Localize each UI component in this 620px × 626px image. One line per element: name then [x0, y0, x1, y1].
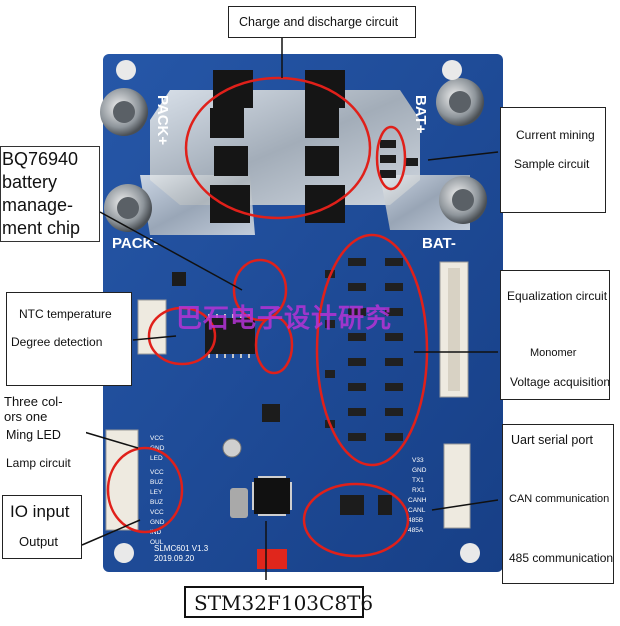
io-connector: [105, 429, 139, 531]
ellipse-balance: [315, 233, 429, 467]
label-bq-line2: battery: [2, 172, 58, 192]
label-equal-line2: Monomer: [530, 347, 577, 359]
watermark: 巴石电子设计研究: [176, 304, 393, 334]
silk-pack-minus: PACK-: [112, 235, 158, 252]
svg-text:OUL: OUL: [150, 539, 164, 546]
silk-pins-io: VCC BUZ LEY BUZ VCC GND IND OUL: [150, 469, 165, 546]
svg-text:485B: 485B: [408, 517, 423, 524]
label-charge-discharge: Charge and discharge circuit: [228, 6, 416, 38]
svg-text:GND: GND: [150, 445, 165, 452]
label-uart-line2: CAN communication: [509, 493, 610, 505]
stm32-pins: [252, 476, 292, 516]
svg-text:VCC: VCC: [150, 469, 164, 476]
svg-text:VCC: VCC: [150, 435, 164, 442]
label-ntc-line1: NTC temperature: [19, 307, 112, 321]
label-io: IO input Output: [2, 495, 82, 559]
sense-resistors: [380, 140, 418, 178]
label-bq-line3: manage-: [2, 195, 74, 215]
misc-components: [172, 272, 392, 518]
label-io-line1: IO input: [10, 502, 70, 521]
svg-text:485A: 485A: [408, 527, 424, 534]
stm32-chip: [254, 478, 290, 514]
label-ntc: NTC temperature Degree detection: [6, 292, 132, 386]
label-sample-circuit: Sample circuit: [514, 157, 590, 171]
ellipse-bq: [232, 258, 288, 322]
svg-text:VCC: VCC: [150, 509, 164, 516]
label-uart-line3: 485 communication: [509, 551, 614, 565]
svg-text:CANL: CANL: [408, 507, 426, 514]
svg-text:BUZ: BUZ: [150, 479, 163, 486]
label-led-line2: ors one: [4, 409, 48, 424]
ellipse-comm: [302, 482, 410, 558]
svg-text:LED: LED: [150, 455, 163, 462]
silk-date: 2019.09.20: [154, 554, 195, 563]
label-uart: Uart serial port CAN communication 485 c…: [502, 424, 614, 584]
silk-bat-plus: BAT+: [412, 95, 429, 134]
svg-text:BUZ: BUZ: [150, 499, 163, 506]
silk-pins-uart: V33 GND TX1 RX1 CANH CANL 485B 485A: [408, 457, 427, 534]
ellipse-io: [106, 446, 184, 534]
standoffs: [114, 60, 480, 563]
silk-bat-minus: BAT-: [422, 235, 456, 252]
label-current-mining: Current mining: [516, 128, 595, 142]
capacitor: [222, 438, 242, 458]
label-uart-line1: Uart serial port: [511, 433, 593, 447]
label-io-line2: Output: [19, 534, 59, 549]
screw-terminals: [100, 78, 487, 232]
ellipse-charge: [184, 76, 372, 220]
label-led: Three col- ors one Ming LED Lamp circuit: [4, 394, 86, 482]
silk-model: SLMC601 V1.3: [154, 544, 209, 553]
label-bq76940: BQ76940 battery manage- ment chip: [0, 146, 100, 242]
balance-connector: [439, 261, 469, 398]
leader-lines: [81, 36, 499, 580]
label-bq-line4: ment chip: [2, 218, 81, 238]
annotation-ellipses: [106, 76, 429, 558]
ellipse-sense: [375, 125, 407, 191]
uart-connector: [443, 443, 471, 529]
svg-text:GND: GND: [150, 519, 165, 526]
svg-text:TX1: TX1: [412, 477, 424, 484]
svg-text:V33: V33: [412, 457, 424, 464]
label-current-sample: Current mining Sample circuit: [500, 107, 606, 213]
silk-pack-plus: PACK+: [154, 95, 171, 145]
label-equalization: Equalization circuit Monomer Voltage acq…: [500, 270, 610, 400]
silk-pins-left: VCC GND LED: [150, 435, 165, 462]
svg-text:IND: IND: [150, 529, 162, 536]
label-equal-line3: Voltage acquisition: [510, 375, 611, 389]
label-equal-line1: Equalization circuit: [507, 289, 608, 303]
label-led-line3: Ming LED: [6, 428, 61, 442]
debug-header: [257, 549, 287, 569]
svg-text:LEY: LEY: [150, 489, 163, 496]
label-bq-line1: BQ76940: [2, 149, 79, 169]
svg-text:RX1: RX1: [412, 487, 425, 494]
label-led-line1: Three col-: [4, 394, 63, 409]
svg-text:GND: GND: [412, 467, 427, 474]
label-mcu: STM32F103C8T6: [184, 586, 373, 618]
svg-text:CANH: CANH: [408, 497, 427, 504]
ellipse-ntc: [147, 306, 217, 366]
label-mcu-text: STM32F103C8T6: [194, 591, 374, 615]
label-charge-discharge-text: Charge and discharge circuit: [239, 15, 399, 29]
label-ntc-line2: Degree detection: [11, 335, 103, 349]
label-led-line4: Lamp circuit: [6, 456, 71, 470]
ellipse-chip: [254, 315, 294, 375]
